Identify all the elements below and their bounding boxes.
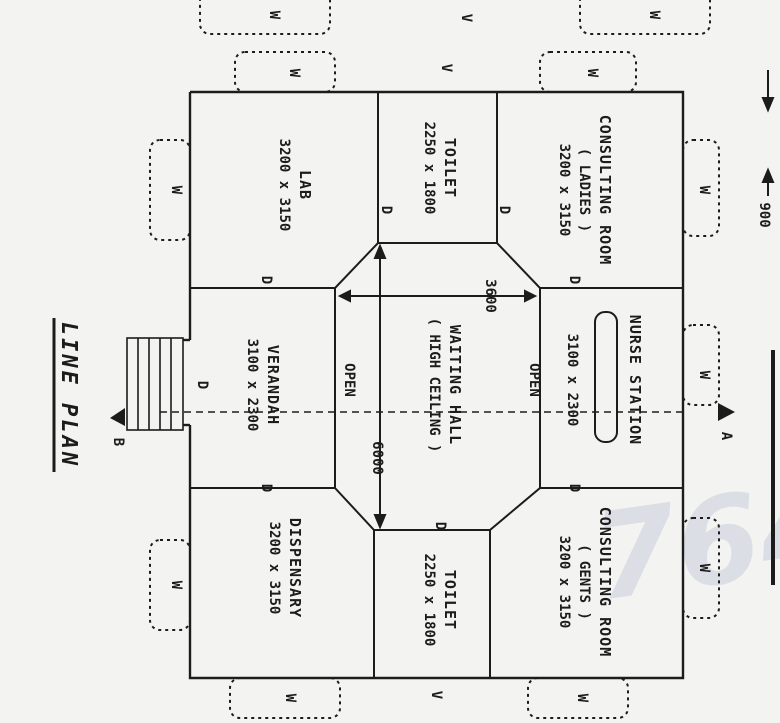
consulting-gents-sub: ( GENTS ) xyxy=(576,544,592,620)
open-right-label: OPEN xyxy=(526,363,542,397)
title-block: LINE PLAN xyxy=(52,318,81,472)
verandah-dim: 3100 x 2300 xyxy=(244,339,260,432)
section-a-label: A xyxy=(718,432,734,441)
consulting-ladies-sub: ( LADIES ) xyxy=(576,148,592,232)
window-mark: W xyxy=(286,69,302,78)
window-mark: W xyxy=(168,186,184,195)
door-mark: D xyxy=(378,206,394,214)
section-b-label: B xyxy=(110,438,126,446)
consulting-ladies-dim: 3200 x 3150 xyxy=(556,144,572,237)
door-mark: D xyxy=(194,381,210,389)
windows xyxy=(149,0,720,719)
verandah-name: VERANDAH xyxy=(264,345,282,425)
window-mark: W xyxy=(696,371,712,380)
door-mark: D xyxy=(496,206,512,214)
dispensary-name: DISPENSARY xyxy=(286,518,304,618)
waiting-hall-name: WAITING HALL xyxy=(446,325,464,445)
edge-dimension-label: 900 xyxy=(756,202,772,227)
door-mark: D xyxy=(258,484,274,492)
window-mark: W xyxy=(282,694,298,703)
hall-width-label: 3600 xyxy=(482,279,498,313)
dimension-lines xyxy=(337,70,775,585)
window-mark: W xyxy=(696,186,712,195)
consulting-gents-dim: 3200 x 3150 xyxy=(556,536,572,629)
toilet-bottom-dim: 2250 x 1800 xyxy=(421,554,437,647)
window-mark: W xyxy=(266,11,282,20)
entrance-steps xyxy=(126,337,184,431)
nurse-station-dim: 3100 x 2300 xyxy=(564,334,580,427)
ventilator-mark: V xyxy=(438,64,454,73)
lab-dim: 3200 x 3150 xyxy=(276,139,292,232)
toilet-top-dim: 2250 x 1800 xyxy=(421,122,437,215)
window-mark: W xyxy=(574,694,590,703)
door-mark: D xyxy=(566,276,582,284)
lab-name: LAB xyxy=(296,170,314,200)
window-mark: W xyxy=(696,564,712,573)
dispensary-dim: 3200 x 3150 xyxy=(266,522,282,615)
consulting-ladies-name: CONSULTING ROOM xyxy=(596,115,614,265)
window-mark: W xyxy=(646,11,662,20)
door-mark: D xyxy=(258,276,274,284)
nurse-station-name: NURSE STATION xyxy=(626,315,644,445)
door-mark: D xyxy=(566,484,582,492)
section-markers xyxy=(110,403,735,426)
ventilator-mark: V xyxy=(428,691,444,700)
consulting-gents-name: CONSULTING ROOM xyxy=(596,507,614,657)
hall-length-label: 6000 xyxy=(369,441,385,475)
nurse-counter xyxy=(594,311,618,443)
open-left-label: OPEN xyxy=(341,363,357,397)
toilet-bottom-name: TOILET xyxy=(441,570,459,630)
ventilator-mark: V xyxy=(458,14,474,23)
toilet-top-name: TOILET xyxy=(441,138,459,198)
door-mark: D xyxy=(432,522,448,530)
window-mark: W xyxy=(584,69,600,78)
plan-title: LINE PLAN xyxy=(56,322,81,468)
window-mark: W xyxy=(168,581,184,590)
waiting-hall-sub: ( HIGH CEILING ) xyxy=(426,318,442,453)
